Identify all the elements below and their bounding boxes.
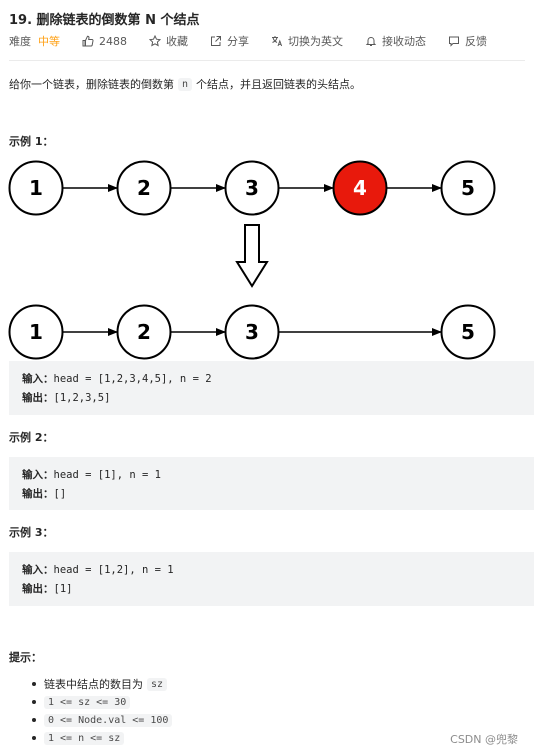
like-button[interactable]: 2488 — [82, 35, 127, 48]
input-label: 输入： — [22, 564, 54, 576]
share-label: 分享 — [227, 35, 249, 48]
node-1-circle — [8, 160, 64, 216]
favorite-label: 收藏 — [166, 35, 188, 48]
output-label: 输出： — [22, 392, 54, 404]
node-2-after-circle — [116, 304, 172, 360]
bullet-icon — [32, 682, 36, 686]
header-divider — [9, 60, 525, 61]
feedback-button[interactable]: 反馈 — [448, 33, 487, 49]
example-1-input: head = [1,2,3,4,5], n = 2 — [53, 373, 212, 385]
difficulty-label: 难度 — [9, 35, 31, 48]
hint-1-code: sz — [147, 677, 168, 691]
list-item: 1 <= n <= sz — [32, 730, 128, 746]
example-3-output: [1] — [53, 583, 73, 595]
example-3-code-block: 输入：head = [1,2], n = 1 输出：[1] — [9, 552, 534, 606]
node-2-label: 2 — [137, 176, 151, 200]
node-3-after-label: 3 — [245, 320, 259, 344]
bullet-icon — [32, 736, 36, 740]
down-arrow-icon — [235, 224, 269, 288]
example-1-output: [1,2,3,5] — [53, 392, 111, 404]
example-2-output: [] — [53, 488, 67, 500]
hint-1-text: 链表中结点的数目为 — [44, 678, 143, 691]
example-3-input: head = [1,2], n = 1 — [53, 564, 174, 576]
example-1-output-line: 输出：[1,2,3,5] — [22, 390, 110, 405]
example-2-input: head = [1], n = 1 — [53, 469, 161, 481]
input-label: 输入： — [22, 373, 54, 385]
watermark: CSDN @兜黎 — [450, 733, 518, 746]
input-label: 输入： — [22, 469, 54, 481]
translate-icon — [272, 36, 283, 47]
node-5-circle — [440, 160, 496, 216]
feedback-icon — [449, 36, 459, 47]
list-item: 0 <= Node.val <= 100 — [32, 712, 176, 728]
node-4-removed-circle — [332, 160, 388, 216]
hint-2-code: 1 <= sz <= 30 — [44, 695, 131, 709]
problem-description: 给你一个链表，删除链表的倒数第 n 个结点，并且返回链表的头结点。 — [9, 76, 361, 92]
node-5-after-label: 5 — [461, 320, 475, 344]
output-label: 输出： — [22, 583, 54, 595]
node-2-after-label: 2 — [137, 320, 151, 344]
example-2-input-line: 输入：head = [1], n = 1 — [22, 467, 161, 482]
share-icon — [211, 36, 221, 46]
bullet-icon — [32, 718, 36, 722]
hint-4-code: 1 <= n <= sz — [44, 731, 125, 745]
list-item: 链表中结点的数目为 sz — [32, 676, 171, 692]
node-1-after-circle — [8, 304, 64, 360]
bell-icon — [365, 36, 377, 46]
example-1-input-line: 输入：head = [1,2,3,4,5], n = 2 — [22, 371, 212, 386]
node-1-label: 1 — [29, 176, 43, 200]
node-3-label: 3 — [245, 176, 259, 200]
example-1-title: 示例 1： — [9, 135, 54, 148]
star-icon — [149, 35, 161, 47]
example-1-code-block: 输入：head = [1,2,3,4,5], n = 2 输出：[1,2,3,5… — [9, 361, 534, 415]
problem-meta-bar: 难度 中等 2488 收藏 分享 切换为英文 接收动态 反馈 — [9, 33, 509, 49]
node-5-after-circle — [440, 304, 496, 360]
description-text-end: 个结点，并且返回链表的头结点。 — [196, 78, 362, 91]
hints-title: 提示： — [9, 651, 42, 664]
notify-button[interactable]: 接收动态 — [365, 33, 426, 49]
translate-label: 切换为英文 — [288, 35, 343, 48]
example-2-title: 示例 2： — [9, 431, 54, 444]
difficulty-badge: 中等 — [38, 35, 60, 48]
list-item: 1 <= sz <= 30 — [32, 694, 134, 710]
thumbs-up-icon — [82, 35, 94, 47]
example-3-title: 示例 3： — [9, 526, 54, 539]
example-3-input-line: 输入：head = [1,2], n = 1 — [22, 562, 174, 577]
hint-3-code: 0 <= Node.val <= 100 — [44, 713, 173, 727]
like-count: 2488 — [99, 34, 127, 48]
node-2-circle — [116, 160, 172, 216]
node-3-after-circle — [224, 304, 280, 360]
node-5-label: 5 — [461, 176, 475, 200]
description-text: 给你一个链表，删除链表的倒数第 — [9, 78, 174, 91]
example-2-output-line: 输出：[] — [22, 486, 66, 501]
problem-title: 19. 删除链表的倒数第 N 个结点 — [9, 13, 200, 28]
bullet-icon — [32, 700, 36, 704]
favorite-button[interactable]: 收藏 — [149, 33, 188, 49]
example-2-code-block: 输入：head = [1], n = 1 输出：[] — [9, 457, 534, 510]
node-4-label: 4 — [353, 176, 367, 200]
translate-button[interactable]: 切换为英文 — [271, 33, 343, 49]
notify-label: 接收动态 — [382, 35, 426, 48]
example-3-output-line: 输出：[1] — [22, 581, 72, 596]
node-3-circle — [224, 160, 280, 216]
feedback-label: 反馈 — [465, 35, 487, 48]
node-1-after-label: 1 — [29, 320, 43, 344]
output-label: 输出： — [22, 488, 54, 500]
share-button[interactable]: 分享 — [210, 33, 249, 49]
description-code-n: n — [178, 77, 193, 91]
linked-list-diagram: 1 2 3 4 5 1 2 3 5 — [8, 160, 496, 360]
